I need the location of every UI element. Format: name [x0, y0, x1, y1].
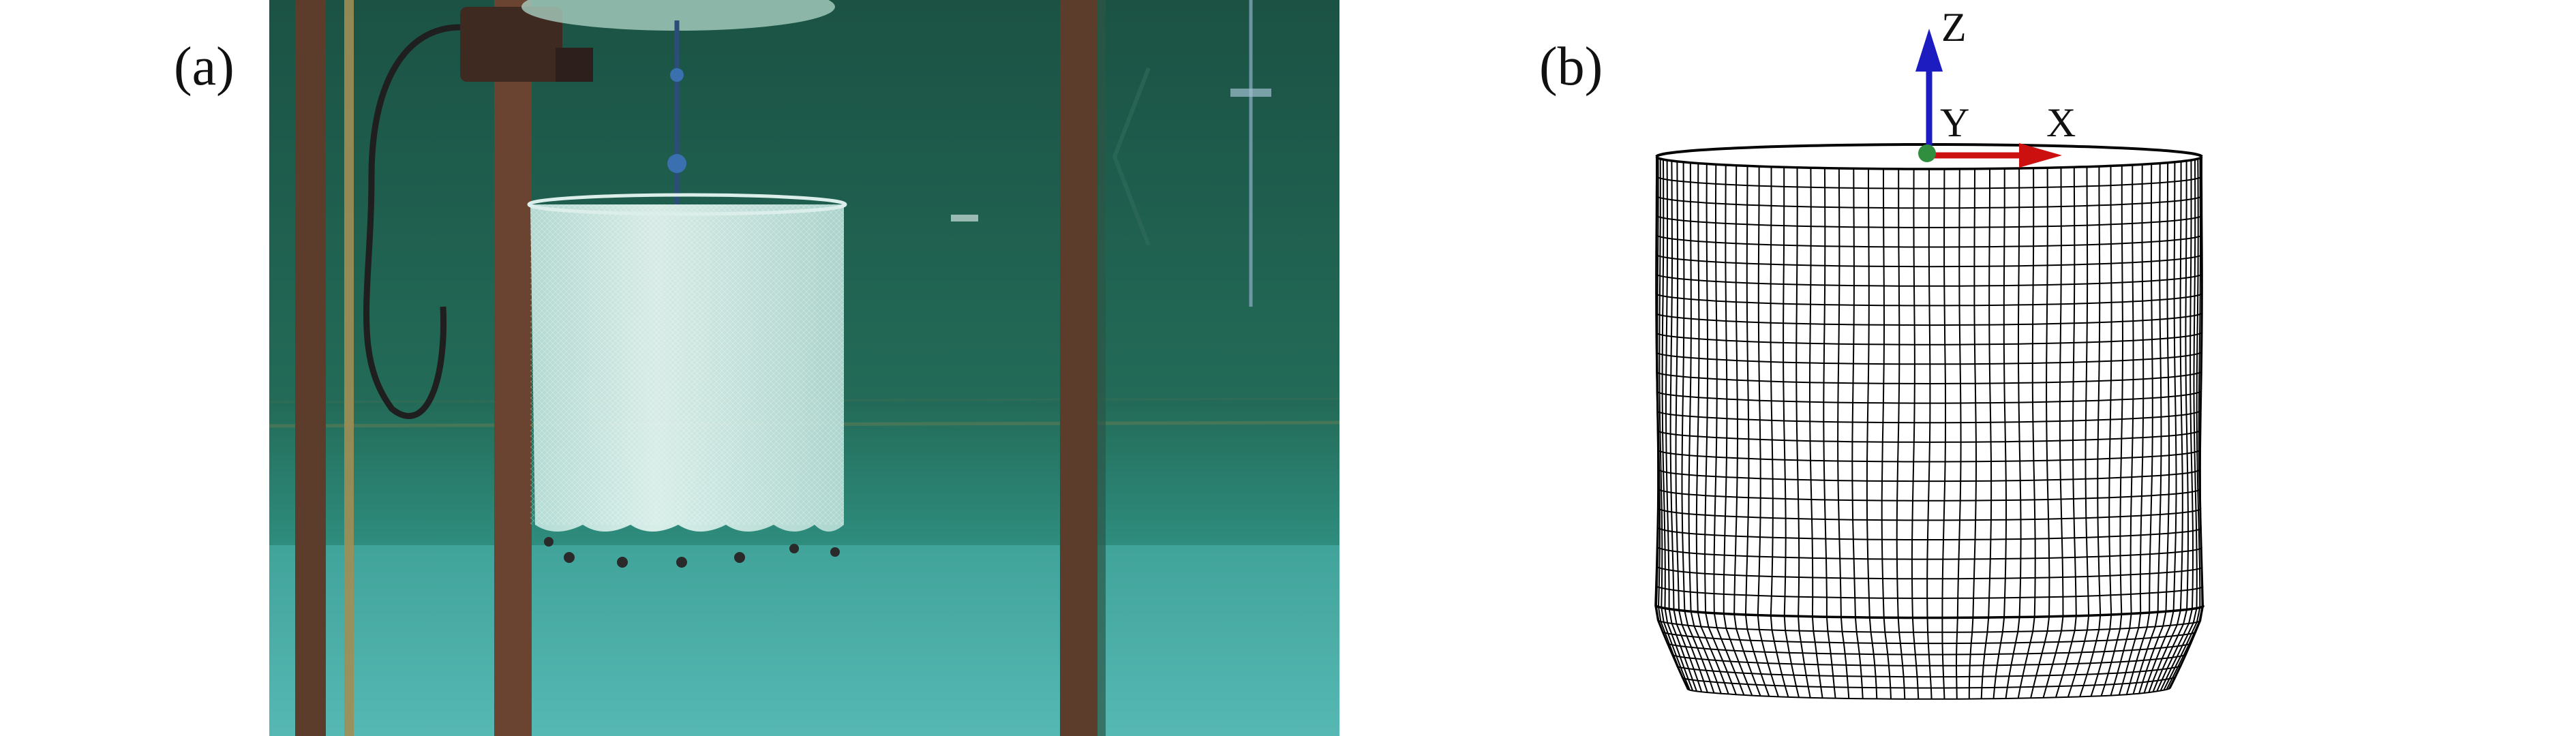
mesh-ring-line: [1656, 410, 2202, 424]
mount-bracket: [460, 7, 562, 82]
mesh-ring-line: [1656, 371, 2202, 385]
mesh-ring-line: [1681, 676, 2177, 689]
float-ring: [521, 0, 835, 31]
mesh-ring-line: [1656, 429, 2202, 443]
mesh-vertical-line: [2055, 167, 2077, 698]
mesh-vertical-line: [1757, 166, 1779, 697]
mesh-ring-line: [1656, 566, 2203, 580]
mesh-ring-line: [1655, 312, 2203, 326]
panel-b-label: (b): [1539, 37, 1603, 97]
mesh-vertical-line: [1926, 168, 1933, 699]
y-axis-label: Y: [1940, 100, 1969, 145]
mesh-vertical-line: [2017, 168, 2036, 699]
tank-photo: [269, 0, 1339, 736]
mesh-ring-line: [1657, 468, 2201, 482]
mesh-vertical-line: [2005, 168, 2022, 699]
mesh-vertical-line: [1881, 168, 1892, 699]
panel-a-label: (a): [174, 37, 234, 97]
mesh-ring-line: [1656, 546, 2202, 560]
mesh-vertical-line: [2090, 166, 2112, 697]
mesh-vertical-line: [1968, 168, 1978, 699]
sinker-weights: [544, 537, 840, 568]
mesh-ring-line: [1656, 195, 2203, 209]
net-top-ring: [527, 193, 847, 216]
mesh-vertical-line: [1851, 168, 1864, 699]
right-post: [1060, 0, 1097, 736]
mesh-ring-line: [1655, 273, 2203, 287]
mesh-ring-line: [1686, 688, 2171, 700]
y-axis-marker: [1918, 144, 1936, 162]
net-mesh-model: Z X Y: [1654, 5, 2204, 700]
power-cable: [363, 24, 461, 419]
mesh-vertical-line: [1911, 168, 1920, 699]
mesh-vertical-line: [1866, 168, 1878, 699]
z-axis-label: Z: [1941, 5, 1967, 50]
mesh-ring-line: [1654, 604, 2204, 619]
mesh-ring-line: [1655, 292, 2203, 307]
mesh-ring-line: [1655, 351, 2202, 365]
mesh-vertical-line: [2079, 166, 2102, 697]
x-axis-label: X: [2046, 100, 2076, 145]
mesh-vertical-line: [1955, 168, 1962, 699]
mesh-ring-line: [1655, 215, 2203, 228]
mesh-ring-line: [1655, 156, 2203, 170]
mesh-vertical-line: [1770, 166, 1789, 698]
wireframe-mesh: [1654, 143, 2204, 700]
water-floor: [269, 545, 1339, 736]
mesh-vertical-line: [1837, 168, 1850, 699]
mesh-vertical-line: [2100, 165, 2124, 696]
mesh-ring-line: [1676, 664, 2182, 678]
mesh-ring-line: [1655, 254, 2203, 268]
mesh-ring-line: [1657, 488, 2201, 502]
z-axis-arrowhead: [1915, 29, 1943, 72]
mesh-vertical-line: [1941, 168, 1946, 699]
center-pillar: [494, 0, 532, 736]
mesh-ring-line: [1656, 527, 2202, 540]
mesh-vertical-line: [1823, 168, 1836, 699]
mesh-ring-line: [1655, 331, 2203, 346]
mesh-vertical-line: [1992, 168, 2007, 699]
mesh-ring-line: [1655, 234, 2203, 248]
mesh-ring-line: [1661, 630, 2197, 645]
mesh-ring-line: [1655, 585, 2204, 599]
mesh-vertical-line: [1795, 167, 1811, 699]
mesh-vertical-line: [1809, 168, 1823, 699]
mesh-ring-line: [1671, 654, 2187, 666]
mesh-ring-line: [1657, 448, 2201, 463]
mesh-vertical-line: [1980, 168, 1992, 699]
mesh-ring-line: [1657, 507, 2202, 521]
mesh-vertical-line: [2067, 166, 2090, 698]
mesh-ring-line: [1656, 176, 2202, 189]
mesh-ring-line: [1656, 390, 2202, 404]
mesh-vertical-line: [1896, 168, 1906, 699]
left-post: [295, 0, 326, 736]
mesh-ring-line: [1666, 642, 2192, 656]
mesh-ring-line: [1657, 619, 2202, 633]
x-axis-arrowhead: [2019, 143, 2062, 168]
